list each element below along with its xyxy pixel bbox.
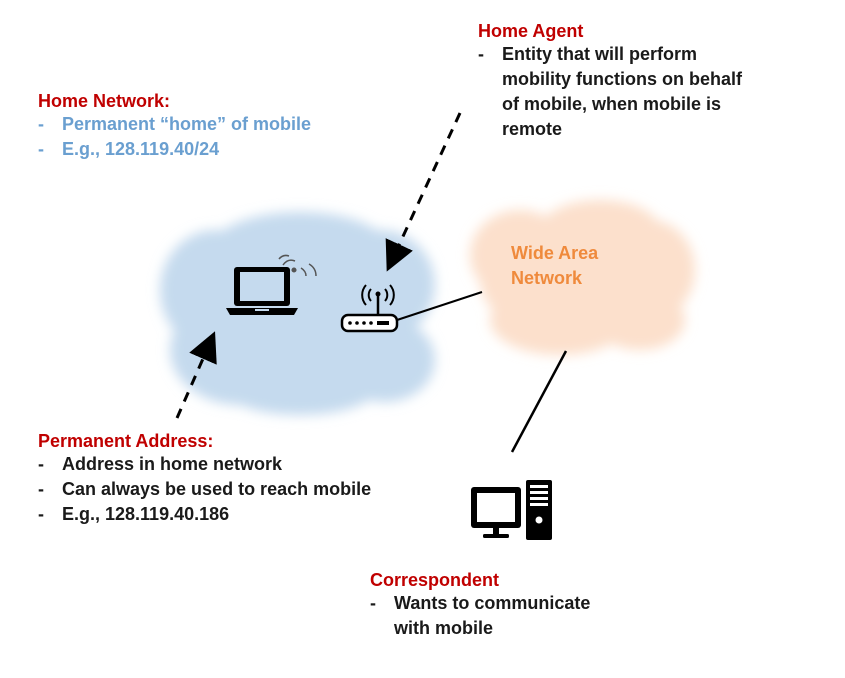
wan-label: Wide Area Network bbox=[511, 241, 598, 291]
home-network-title: Home Network: bbox=[38, 91, 171, 111]
list-item: Permanent “home” of mobile bbox=[38, 112, 311, 137]
home-agent-arrow bbox=[385, 112, 462, 272]
correspondent-line: Wants to communicate bbox=[394, 593, 591, 613]
router-wan-link bbox=[396, 291, 483, 321]
home-agent-line: of mobile, when mobile is bbox=[502, 94, 722, 114]
permanent-address-label: Permanent Address: Address in home netwo… bbox=[38, 431, 371, 527]
home-agent-line: remote bbox=[502, 119, 563, 139]
home-network-label: Home Network: Permanent “home” of mobile… bbox=[38, 91, 311, 162]
home-agent-line: mobility functions on behalf bbox=[502, 69, 742, 89]
list-item: Can always be used to reach mobile bbox=[38, 477, 371, 502]
router-icon bbox=[340, 284, 399, 333]
home-agent-label: Home Agent - Entity that will perform mo… bbox=[478, 21, 742, 142]
correspondent-title: Correspondent bbox=[370, 570, 500, 590]
permanent-address-arrow bbox=[175, 331, 217, 419]
wan-cloud bbox=[470, 200, 695, 355]
list-item: E.g., 128.119.40/24 bbox=[38, 137, 311, 162]
wan-label-line1: Wide Area bbox=[511, 243, 599, 263]
list-item: Address in home network bbox=[38, 452, 371, 477]
wireless-signal-icon bbox=[278, 254, 317, 277]
home-network-list: Permanent “home” of mobile E.g., 128.119… bbox=[38, 112, 311, 162]
home-agent-description: - Entity that will perform mobility func… bbox=[478, 42, 742, 142]
home-agent-line: Entity that will perform bbox=[502, 44, 698, 64]
wan-label-line2: Network bbox=[511, 268, 583, 288]
permanent-address-list: Address in home network Can always be us… bbox=[38, 452, 371, 527]
correspondent-label: Correspondent - Wants to communicate wit… bbox=[370, 570, 590, 641]
home-agent-title: Home Agent bbox=[478, 21, 584, 41]
laptop-icon bbox=[226, 267, 298, 315]
desktop-computer-icon bbox=[471, 480, 552, 540]
list-item: E.g., 128.119.40.186 bbox=[38, 502, 371, 527]
correspondent-description: - Wants to communicate with mobile bbox=[370, 591, 590, 641]
home-network-cloud bbox=[160, 212, 435, 415]
permanent-address-title: Permanent Address: bbox=[38, 431, 214, 451]
wan-correspondent-link bbox=[510, 350, 568, 453]
correspondent-line: with mobile bbox=[394, 618, 493, 638]
